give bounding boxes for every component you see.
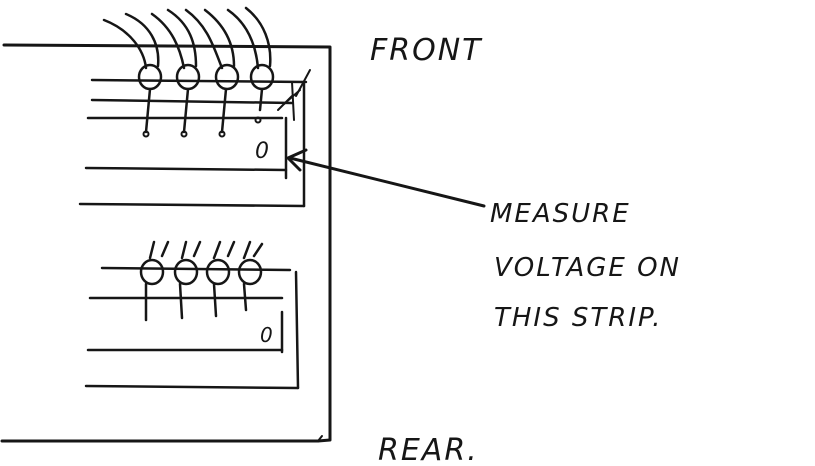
annotation-line-1: MEASURE [490,199,631,229]
annotation-line-3: THIS STRIP. [494,303,662,333]
upper-wires [102,6,272,70]
upper-terminal-rings [137,63,275,91]
lower-terminal-strip [84,240,300,390]
annotation-text: MEASURE VOLTAGE ON THIS STRIP. [490,199,681,333]
lower-terminal-leads [144,282,248,322]
pointer-arrow [286,148,486,208]
lower-terminal-stubs [148,240,264,260]
upper-terminal-strip [78,6,311,208]
lower-terminal-rings [139,258,263,286]
chassis-outline [0,43,332,443]
lower-strip-marker: 0 [260,323,275,347]
upper-strip-marker: 0 [255,139,271,164]
front-label: FRONT [370,33,483,68]
annotation-line-2: VOLTAGE ON [494,253,681,283]
upper-terminal-leads [142,87,264,138]
rear-label: REAR. [378,433,479,466]
